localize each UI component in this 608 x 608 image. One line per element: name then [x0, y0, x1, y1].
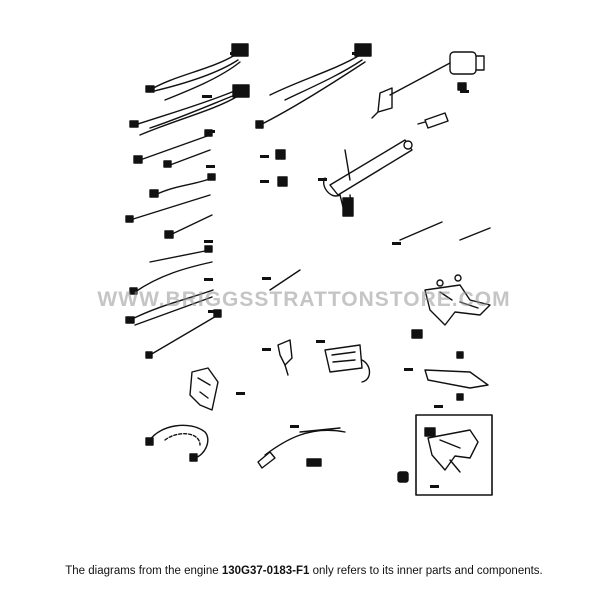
wire-loop-lower-left — [145, 424, 209, 462]
nut-right — [411, 329, 423, 339]
wire-harness-top-center — [255, 43, 372, 129]
control-plate — [424, 369, 489, 389]
wire-lead-8 — [125, 289, 214, 326]
footer-suffix: only refers to its inner parts and compo… — [309, 565, 543, 577]
wire-lead-2 — [163, 149, 211, 168]
connector-small-2 — [277, 176, 288, 187]
spark-plug-wrench — [323, 139, 413, 217]
kit-box — [415, 414, 493, 496]
ignition-coil-small — [277, 339, 293, 376]
ground-wire-right-1 — [399, 221, 443, 241]
throttle-cable — [257, 427, 346, 469]
ignition-lead-short — [269, 269, 301, 291]
engine-model-number: 130G37-0183-F1 — [221, 565, 310, 577]
bolt-right — [456, 351, 464, 359]
solenoid-pin — [457, 82, 467, 91]
wire-lead-7 — [129, 261, 213, 295]
ground-wire-right-2 — [459, 227, 491, 241]
footer-caption: The diagrams from the engine 130G37-0183… — [0, 565, 608, 577]
starter-motor — [371, 51, 485, 119]
watermark: WWW.BRIGGSSTRATTONSTORE.COM — [97, 288, 511, 311]
reference-number-marks — [202, 52, 469, 488]
spark-plug — [417, 112, 449, 129]
cable-clip — [306, 458, 322, 467]
connector-small-1 — [275, 149, 286, 160]
knob-right — [397, 471, 409, 483]
wire-lead-4 — [125, 194, 211, 223]
washer-right — [456, 393, 464, 401]
wire-lead-6 — [149, 245, 213, 263]
wire-lead-1 — [133, 129, 213, 164]
wire-harness-second-left — [129, 84, 250, 136]
wire-lead-9 — [145, 309, 222, 359]
footer-prefix: The diagrams from the engine — [65, 565, 222, 577]
throttle-bracket-assembly — [424, 274, 491, 326]
wire-lead-3 — [149, 173, 216, 198]
wire-lead-5 — [164, 214, 213, 239]
bracket-left — [189, 367, 219, 411]
ignition-module-center — [324, 344, 371, 383]
